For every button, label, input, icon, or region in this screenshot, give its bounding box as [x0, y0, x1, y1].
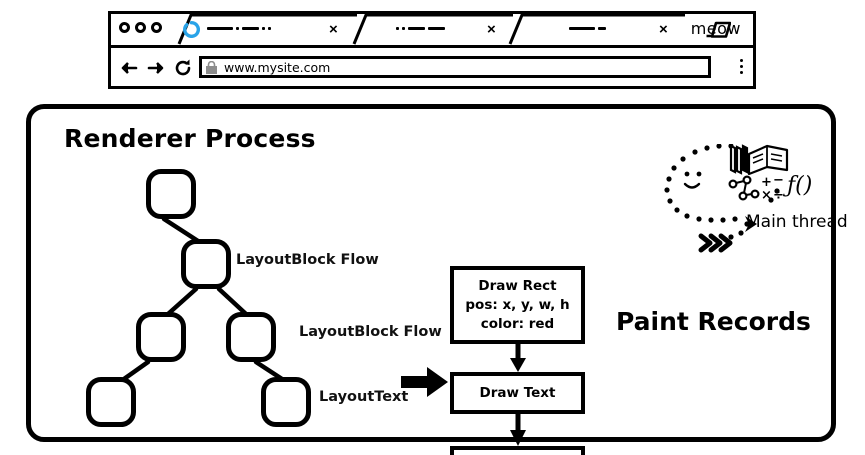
renderer-process-title: Renderer Process — [64, 124, 316, 153]
paint-flow-connector-1 — [510, 344, 526, 372]
tab-close-button-1[interactable]: × — [329, 21, 338, 38]
url-text: www.mysite.com — [224, 59, 331, 75]
paint-flow-connector-2 — [510, 414, 526, 446]
open-book-icon — [747, 144, 789, 176]
kebab-dot — [740, 71, 743, 74]
paint-record-line: color: red — [480, 315, 555, 332]
window-control-maximize[interactable] — [151, 22, 162, 33]
main-thread-label: Main thread — [746, 212, 848, 232]
renderer-process-panel: Renderer Process LayoutBlock Flow Layout… — [26, 104, 848, 455]
kebab-dot — [740, 59, 743, 62]
tab-title-placeholder — [396, 27, 445, 30]
tab-close-button-3[interactable]: × — [659, 21, 668, 38]
browser-window: × × × — [108, 11, 756, 89]
smiley-face-icon — [683, 171, 702, 189]
tree-label-layouttext: LayoutText — [319, 389, 409, 405]
window-control-close[interactable] — [119, 22, 130, 33]
arrow-right-icon — [401, 367, 448, 397]
back-arrow-icon[interactable] — [119, 58, 139, 78]
window-controls — [119, 22, 162, 33]
paint-record-box-2[interactable]: Draw Text — [450, 372, 585, 414]
tab-shape-icon — [352, 14, 513, 45]
tree-edges — [121, 216, 285, 382]
browser-toolbar: www.mysite.com — [111, 48, 753, 89]
tree-node-text-1[interactable] — [86, 377, 136, 427]
tab-shape-icon — [508, 14, 685, 45]
function-icon: ƒ() — [782, 173, 812, 198]
window-control-minimize[interactable] — [135, 22, 146, 33]
svg-text:×: × — [761, 188, 772, 203]
tab-close-button-2[interactable]: × — [487, 21, 496, 38]
tab-title-placeholder — [207, 27, 271, 30]
paint-record-line: pos: x, y, w, h — [465, 296, 570, 313]
main-thread-illustration: +− ×÷ ƒ() Main thread — [661, 144, 848, 264]
browser-menu-button[interactable] — [740, 59, 743, 74]
tree-node-block-2[interactable] — [136, 312, 186, 362]
tree-label-layoutblock-flow-2: LayoutBlock Flow — [299, 324, 442, 340]
chevrons-icon — [698, 233, 733, 253]
svg-text:ƒ(): ƒ() — [782, 173, 812, 198]
layout-tree: LayoutBlock Flow LayoutBlock Flow Layout… — [86, 169, 442, 429]
loading-spinner-icon — [183, 21, 200, 38]
main-thread-graphic: +− ×÷ ƒ() — [664, 144, 812, 253]
paint-record-box-1[interactable]: Draw Rect pos: x, y, w, h color: red — [450, 266, 585, 344]
kebab-dot — [740, 65, 743, 68]
new-tab-button[interactable] — [705, 21, 731, 38]
tree-node-root[interactable] — [146, 169, 196, 219]
window-brand-label: meow — [690, 19, 741, 38]
tree-node-text-2[interactable] — [261, 377, 311, 427]
reload-icon[interactable] — [173, 58, 193, 78]
tree-node-block-3[interactable] — [226, 312, 276, 362]
tab-strip: × × × — [111, 14, 753, 48]
notebooks-icon — [729, 144, 749, 175]
svg-text:−: − — [773, 173, 784, 188]
paint-record-line: Draw Text — [479, 384, 556, 401]
tree-node-block-1[interactable] — [181, 239, 231, 289]
lock-icon — [206, 60, 217, 74]
arrow-head-icon — [745, 216, 757, 232]
browser-tab-2[interactable]: × — [351, 14, 513, 45]
svg-text:+: + — [761, 175, 772, 190]
tab-shape-icon — [177, 14, 357, 45]
math-symbols-icon: +− ×÷ — [761, 173, 784, 203]
browser-tab-3[interactable]: × — [507, 14, 685, 45]
tree-label-layoutblock-flow-1: LayoutBlock Flow — [236, 252, 379, 268]
paint-record-line: Draw Rect — [478, 277, 557, 294]
node-graph-icon — [728, 175, 760, 201]
svg-text:÷: ÷ — [773, 188, 784, 203]
tab-title-placeholder — [569, 27, 606, 30]
forward-arrow-icon[interactable] — [146, 58, 166, 78]
paint-records-title: Paint Records — [616, 307, 811, 336]
paint-record-box-3[interactable]: Draw Rect pos: x, y, w, h color: blue — [450, 446, 585, 455]
browser-tab-1[interactable]: × — [169, 14, 357, 45]
url-input[interactable]: www.mysite.com — [199, 56, 711, 78]
